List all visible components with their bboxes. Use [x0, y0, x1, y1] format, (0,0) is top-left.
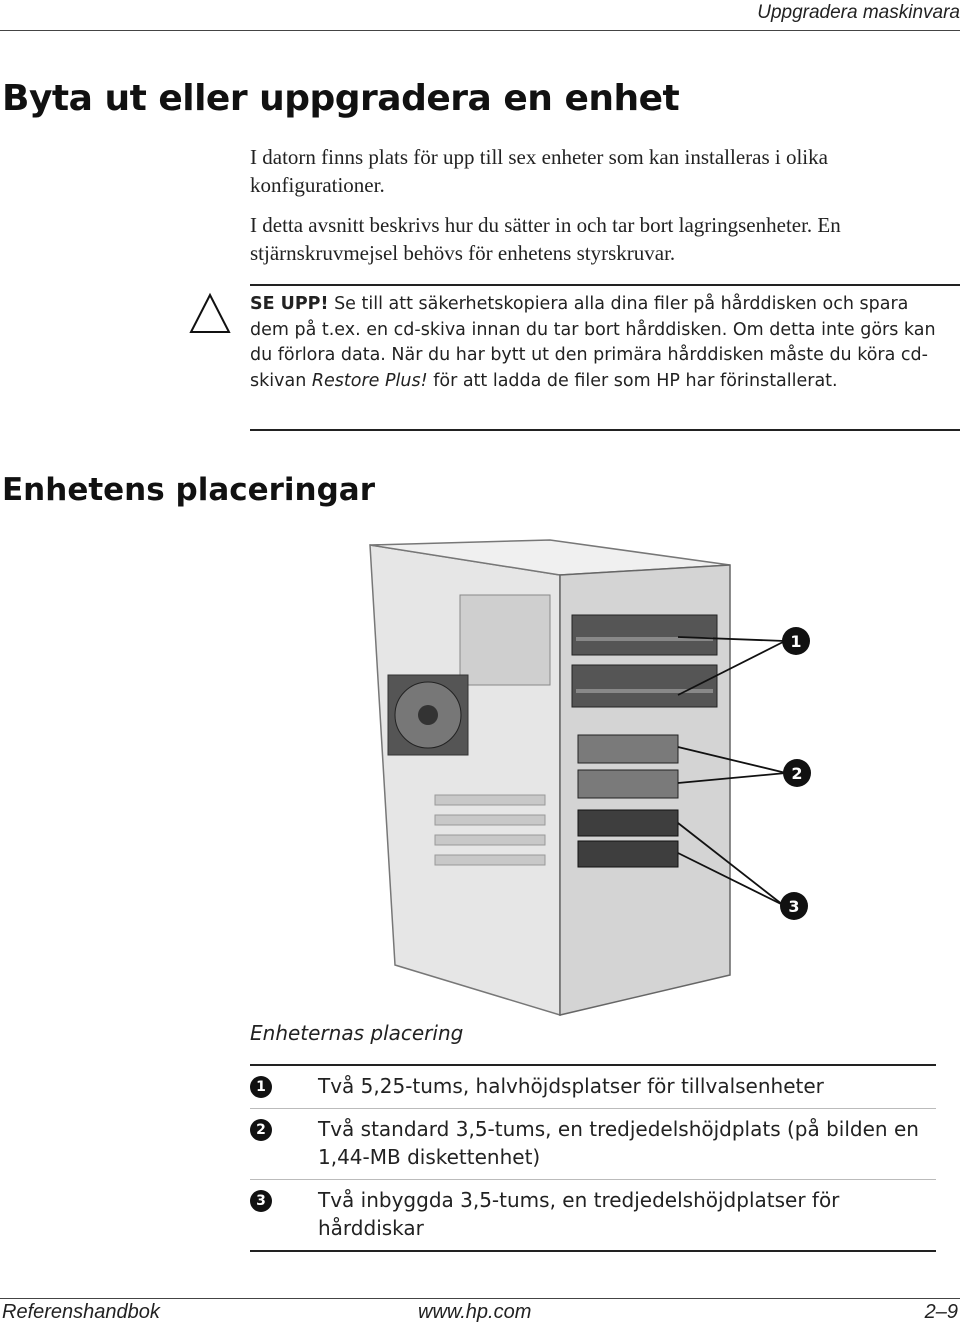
- caution-triangle-icon: [189, 292, 231, 333]
- legend-number-badge: 1: [250, 1076, 272, 1098]
- caution-bottom-rule: [250, 429, 960, 431]
- callout-2: 2: [783, 759, 811, 787]
- caution-top-rule: [250, 284, 960, 286]
- legend-row: 2 Två standard 3,5-tums, en tredjedelshö…: [250, 1108, 936, 1179]
- legend-row: 1 Två 5,25-tums, halvhöjdsplatser för ti…: [250, 1066, 936, 1108]
- header-rule: [0, 30, 960, 31]
- intro-paragraph-2: I detta avsnitt beskrivs hur du sätter i…: [250, 213, 841, 265]
- legend-number-badge: 3: [250, 1190, 272, 1212]
- callout-1: 1: [782, 627, 810, 655]
- intro-paragraph-1: I datorn finns plats för upp till sex en…: [250, 145, 828, 197]
- computer-chassis-figure: 1 2 3: [369, 539, 811, 1017]
- legend-table: 1 Två 5,25-tums, halvhöjdsplatser för ti…: [250, 1064, 936, 1252]
- running-header: Uppgradera maskinvara: [757, 2, 960, 23]
- legend-bottom-rule: [250, 1250, 936, 1252]
- footer-rule: [0, 1298, 960, 1299]
- caution-label: SE UPP!: [250, 294, 329, 314]
- legend-number-badge: 2: [250, 1119, 272, 1141]
- footer-center: www.hp.com: [418, 1301, 532, 1323]
- caution-text: SE UPP! Se till att säkerhetskopiera all…: [250, 292, 940, 394]
- caution-emphasis: Restore Plus!: [311, 370, 428, 391]
- caution-body-2: för att ladda de filer som HP har förins…: [427, 370, 838, 391]
- figure-caption: Enheternas placering: [250, 1021, 464, 1045]
- footer-left: Referenshandbok: [2, 1301, 160, 1323]
- section-title: Enhetens placeringar: [2, 472, 376, 508]
- callout-3-label: 3: [788, 897, 799, 916]
- legend-text: Två inbyggda 3,5-tums, en tredjedelshöjd…: [318, 1188, 840, 1240]
- legend-text: Två standard 3,5-tums, en tredjedelshöjd…: [318, 1117, 919, 1169]
- legend-top-rule: [250, 1064, 936, 1066]
- callout-3: 3: [780, 892, 808, 920]
- callout-2-label: 2: [791, 764, 802, 783]
- footer-page-number: 2–9: [924, 1301, 958, 1323]
- callout-1-label: 1: [790, 632, 801, 651]
- legend-row: 3 Två inbyggda 3,5-tums, en tredjedelshö…: [250, 1179, 936, 1250]
- caution-body-1: Se till att säkerhetskopiera alla dina f…: [250, 294, 936, 391]
- legend-text: Två 5,25-tums, halvhöjdsplatser för till…: [318, 1074, 824, 1098]
- page-title: Byta ut eller uppgradera en enhet: [2, 78, 680, 119]
